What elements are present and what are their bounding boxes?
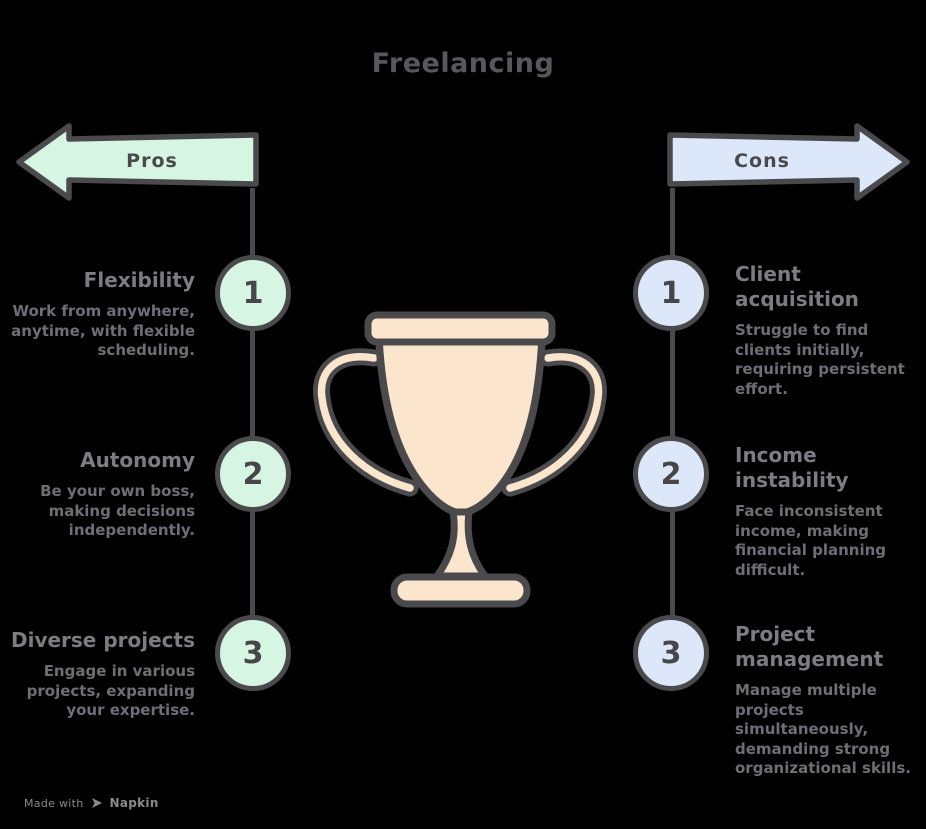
pros-item-title: Autonomy — [80, 448, 195, 472]
cons-item-description: Struggle to find clients initially, requ… — [735, 321, 905, 398]
cons-step-2-badge: 2 — [633, 436, 709, 512]
watermark: Made with Napkin — [24, 796, 159, 810]
pros-item-title: Flexibility — [83, 268, 195, 292]
watermark-made-with: Made with — [24, 796, 84, 810]
cons-item-title: Income instability — [735, 443, 849, 492]
cons-item-description: Face inconsistent income, making financi… — [735, 502, 887, 579]
napkin-logo-icon — [91, 798, 102, 808]
pros-item-description: Be your own boss, making decisions indep… — [40, 482, 195, 539]
pros-step-1-badge: 1 — [215, 255, 291, 331]
cons-item-title: Client acquisition — [735, 262, 859, 311]
pros-arrow-banner — [16, 123, 259, 201]
cons-step-3-badge: 3 — [633, 615, 709, 691]
pros-item-autonomy: Autonomy Be your own boss, making decisi… — [8, 448, 195, 541]
page-title: Freelancing — [371, 48, 555, 79]
trophy-icon — [313, 311, 607, 608]
pros-item-description: Engage in various projects, expanding yo… — [26, 662, 195, 719]
cons-item-project-management: Project management Manage multiple proje… — [735, 622, 911, 779]
cons-item-client-acquisition: Client acquisition Struggle to find clie… — [735, 262, 911, 399]
cons-step-1-badge: 1 — [633, 255, 709, 331]
pros-item-diverse-projects: Diverse projects Engage in various proje… — [8, 628, 195, 721]
pros-step-2-number: 2 — [242, 456, 264, 492]
pros-label: Pros — [126, 150, 178, 172]
pros-step-3-number: 3 — [242, 635, 264, 671]
pros-item-title: Diverse projects — [10, 628, 195, 652]
pros-item-flexibility: Flexibility Work from anywhere, anytime,… — [8, 268, 195, 361]
cons-label: Cons — [734, 150, 790, 172]
cons-step-2-number: 2 — [660, 456, 682, 492]
cons-arrow-banner — [667, 123, 910, 201]
cons-item-income-instability: Income instability Face inconsistent inc… — [735, 443, 911, 580]
pros-step-1-number: 1 — [242, 275, 264, 311]
pros-item-description: Work from anywhere, anytime, with flexib… — [11, 302, 195, 359]
pros-connector-line — [250, 188, 255, 655]
cons-connector-line — [670, 188, 675, 653]
watermark-brand: Napkin — [109, 796, 159, 810]
cons-step-1-number: 1 — [660, 275, 682, 311]
cons-step-3-number: 3 — [660, 635, 682, 671]
pros-step-2-badge: 2 — [215, 436, 291, 512]
pros-step-3-badge: 3 — [215, 615, 291, 691]
cons-item-description: Manage multiple projects simultaneously,… — [735, 681, 911, 777]
cons-item-title: Project management — [735, 622, 884, 671]
